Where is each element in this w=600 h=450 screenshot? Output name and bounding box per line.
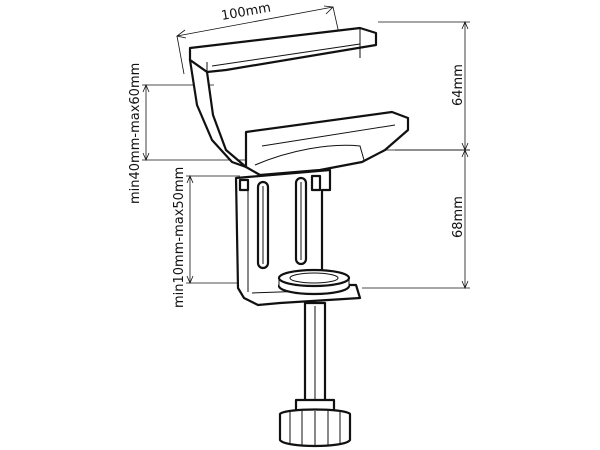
dimension-upper-gap-label: min40mm-max60mm	[128, 63, 143, 204]
c-frame	[234, 168, 362, 307]
dimension-lower-height-label: 68mm	[451, 196, 466, 238]
screw-rod	[303, 301, 327, 405]
adjustment-knob[interactable]	[278, 398, 352, 448]
dimension-width-line	[176, 5, 341, 75]
upper-bracket	[188, 26, 410, 177]
dimension-lower-gap-label: min10mm-max50mm	[172, 167, 187, 308]
pressure-pad	[277, 268, 351, 296]
dimension-width-label: 100mm	[220, 0, 272, 23]
dimension-upper-height-label: 64mm	[451, 64, 466, 106]
